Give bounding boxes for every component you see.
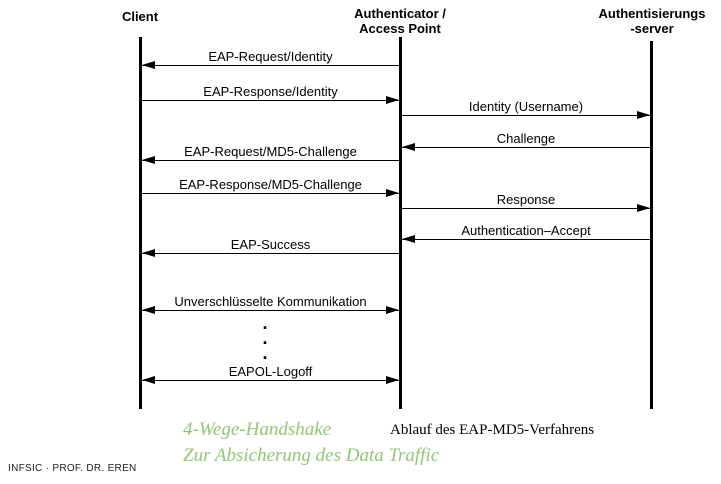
actor-client-label: Client — [90, 9, 190, 24]
arrowhead-right-icon — [637, 111, 650, 119]
actor-server-line1: Authentisierungs — [598, 6, 706, 21]
message-arrow-line — [142, 61, 399, 69]
message-label: EAP-Request/Identity — [208, 49, 333, 64]
lifeline-authenticator — [399, 37, 402, 409]
message-arrow-line — [142, 376, 399, 384]
message-label: EAP-Response/MD5-Challenge — [179, 177, 362, 192]
arrowhead-left-icon — [142, 376, 155, 384]
message-label: Authentication–Accept — [461, 223, 591, 238]
actor-server-label: Authentisierungs -server — [572, 6, 721, 36]
handshake-note-line2: Zur Absicherung des Data Traffic — [183, 445, 440, 466]
message-label: Challenge — [496, 131, 556, 146]
message-identity-username: Identity (Username) — [402, 99, 650, 119]
message-label: EAP-Request/MD5-Challenge — [184, 144, 357, 159]
arrowhead-right-icon — [637, 204, 650, 212]
message-arrow-line — [402, 143, 650, 151]
actor-authenticator-line2: Access Point — [359, 21, 441, 36]
handshake-note-line1: 4-Wege-Handshake — [183, 419, 332, 440]
message-eap-success: EAP-Success — [142, 237, 399, 257]
actor-authenticator-label: Authenticator / Access Point — [320, 6, 480, 36]
message-response: Response — [402, 192, 650, 212]
lifeline-client — [139, 37, 142, 409]
message-eap-response-identity: EAP-Response/Identity — [142, 84, 399, 104]
message-eap-request-identity: EAP-Request/Identity — [142, 49, 399, 69]
arrowhead-left-icon — [402, 235, 415, 243]
message-eap-request-md5-challenge: EAP-Request/MD5-Challenge — [142, 144, 399, 164]
actor-authenticator-line1: Authenticator / — [354, 6, 446, 21]
message-label: EAP-Success — [230, 237, 311, 252]
ellipsis-dots: . . . — [262, 313, 268, 363]
message-label: Response — [496, 192, 556, 207]
actor-client-text: Client — [121, 9, 159, 24]
diagram-caption: Ablauf des EAP-MD5-Verfahrens — [390, 422, 595, 438]
arrowhead-right-icon — [386, 96, 399, 104]
arrowhead-right-icon — [386, 306, 399, 314]
message-arrow-line — [142, 156, 399, 164]
message-arrow-line — [142, 306, 399, 314]
arrowhead-left-icon — [142, 156, 155, 164]
message-unverschluesselte-kommunikation: Unverschlüsselte Kommunikation — [142, 294, 399, 314]
message-label: EAPOL-Logoff — [228, 364, 313, 379]
arrowhead-left-icon — [142, 249, 155, 257]
message-label: EAP-Response/Identity — [203, 84, 338, 99]
arrowhead-left-icon — [142, 306, 155, 314]
message-label: Unverschlüsselte Kommunikation — [174, 294, 367, 309]
arrowhead-right-icon — [386, 376, 399, 384]
message-label: Identity (Username) — [468, 99, 584, 114]
message-arrow-line — [142, 249, 399, 257]
arrowhead-right-icon — [386, 189, 399, 197]
actor-server-line2: -server — [630, 21, 674, 36]
footer-credit: INFSIC · PROF. DR. EREN — [8, 463, 137, 474]
message-arrow-line — [402, 204, 650, 212]
message-arrow-line — [142, 189, 399, 197]
lifeline-server — [650, 41, 653, 409]
arrowhead-left-icon — [142, 61, 155, 69]
message-eap-response-md5-challenge: EAP-Response/MD5-Challenge — [142, 177, 399, 197]
message-arrow-line — [402, 235, 650, 243]
message-eapol-logoff: EAPOL-Logoff — [142, 364, 399, 384]
message-authentication-accept: Authentication–Accept — [402, 223, 650, 243]
message-arrow-line — [142, 96, 399, 104]
arrowhead-left-icon — [402, 143, 415, 151]
message-challenge: Challenge — [402, 131, 650, 151]
message-arrow-line — [402, 111, 650, 119]
